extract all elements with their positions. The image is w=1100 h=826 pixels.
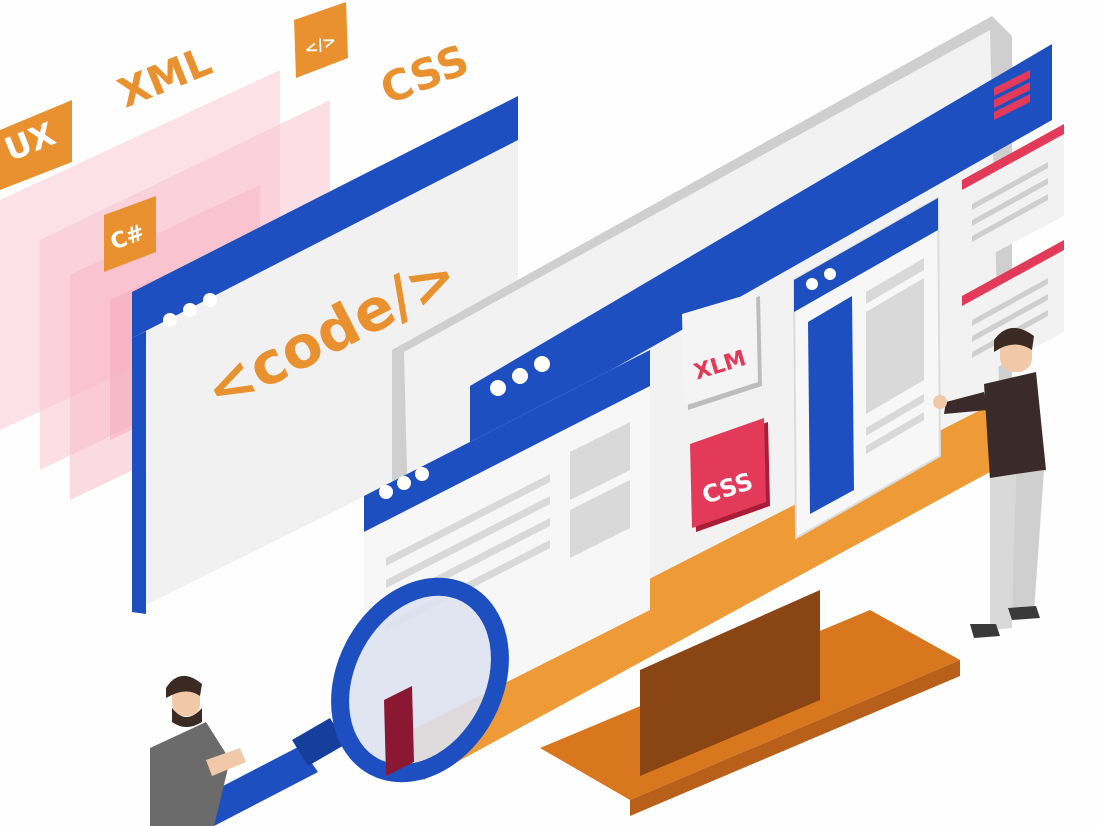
window-dot-icon <box>203 293 217 307</box>
magnifying-glass-icon <box>196 577 509 826</box>
screen-header-bar <box>470 44 1052 450</box>
code-window-titlebar <box>132 96 518 338</box>
window-dot-icon <box>534 356 550 372</box>
side-card-bottom <box>962 240 1064 386</box>
code-window: <code/> <box>132 96 518 614</box>
monitor-stand-neck <box>640 590 820 776</box>
window-dot-icon <box>490 380 506 396</box>
window-dot-icon <box>397 476 411 490</box>
css-badge: CSS <box>690 418 770 532</box>
csharp-tag: C# <box>104 196 156 272</box>
xml-label: XML <box>112 39 218 118</box>
xlm-badge: XLM <box>682 292 762 410</box>
css-label-top: CSS <box>374 35 476 114</box>
window-dot-icon <box>824 268 836 280</box>
person-left <box>150 675 246 826</box>
page-layout-panel <box>792 196 942 540</box>
window-dot-icon <box>806 278 818 290</box>
window-dot-icon <box>163 313 177 327</box>
layout-sidebar-block <box>808 296 854 514</box>
window-dot-icon <box>379 485 393 499</box>
person-right <box>933 327 1046 638</box>
window-dot-icon <box>512 368 528 384</box>
content-window-titlebar <box>364 350 650 532</box>
window-dot-icon <box>183 303 197 317</box>
ux-tag: UX <box>0 100 72 190</box>
side-card-top <box>962 124 1064 270</box>
window-dot-icon <box>415 467 429 481</box>
code-tag-icon: </> <box>294 2 348 78</box>
menu-icon <box>994 70 1030 120</box>
